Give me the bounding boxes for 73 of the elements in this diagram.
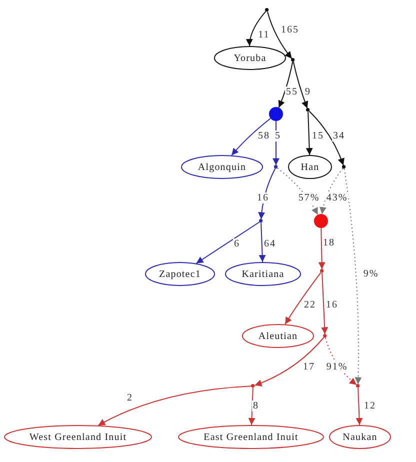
junction-dot (306, 108, 310, 112)
population-node (181, 155, 263, 179)
arrow (266, 11, 292, 60)
edge-label: 55 (285, 86, 299, 98)
arrow (306, 111, 313, 156)
population-label: Aleutian (258, 330, 298, 342)
junction-dot (320, 269, 324, 273)
population-node (225, 262, 301, 286)
arrow (308, 110, 344, 166)
population-node (214, 46, 286, 70)
edge-label: 43% (325, 192, 349, 204)
dotted-arrow (324, 337, 358, 386)
junction-dot (251, 384, 255, 388)
junction-dot (291, 58, 295, 62)
arrow (292, 61, 308, 109)
admixture-node (269, 107, 283, 121)
arrow (246, 10, 266, 46)
edge-label: 15 (311, 130, 325, 142)
admixture-node (314, 214, 328, 228)
arrow (258, 222, 266, 262)
edge-label: 34 (332, 130, 346, 142)
arrow (356, 387, 363, 426)
arrow (278, 61, 294, 108)
junction-dot (265, 8, 269, 12)
population-node (145, 262, 215, 286)
population-node (4, 425, 152, 449)
dotted-arrow (344, 168, 362, 385)
population-label: Han (300, 162, 320, 172)
edge-label: 9 (304, 86, 312, 98)
edge-label: 8 (252, 400, 260, 412)
population-node (329, 425, 391, 449)
arrow (284, 272, 322, 325)
arrow (196, 221, 260, 264)
edge-label: 58 (257, 130, 271, 142)
dotted-arrow (276, 168, 318, 216)
arrow (318, 228, 326, 270)
junction-dot (259, 219, 263, 223)
population-label: Karitiana (242, 268, 284, 280)
edge-label: 11 (257, 30, 271, 40)
population-label: Algonquin (198, 162, 246, 172)
population-label: East Greenland Inuit (204, 432, 298, 442)
edge-label: 2 (126, 392, 134, 404)
population-node (178, 425, 324, 449)
edge-label: 57% (297, 192, 321, 204)
population-label: Zapotec1 (158, 268, 201, 280)
population-label: Naukan (342, 432, 378, 442)
edge-label: 6 (233, 238, 241, 250)
population-node (242, 324, 314, 348)
junction-dot (356, 384, 360, 388)
edge-label: 9% (362, 268, 380, 280)
edge-label: 12 (363, 400, 377, 412)
junction-dot (323, 334, 327, 338)
edge-label: 22 (303, 300, 317, 310)
edge-label: 91% (325, 362, 349, 372)
arrow (98, 386, 252, 426)
edge-label: 16 (325, 300, 339, 310)
arrow (254, 336, 324, 386)
junction-dot (274, 165, 278, 169)
edge-label: 18 (322, 238, 336, 248)
edge-label: 16 (256, 192, 270, 204)
population-label: Yoruba (234, 52, 266, 64)
arrow (272, 120, 280, 166)
edge-label: 165 (280, 24, 300, 36)
edge-label: 17 (302, 362, 316, 372)
arrow (321, 272, 328, 335)
population-label: West Greenland Inuit (29, 432, 127, 442)
junction-dot (342, 165, 346, 169)
population-node (288, 155, 332, 179)
arrow (248, 387, 256, 426)
edge-label: 64 (263, 238, 277, 250)
arrow (231, 118, 272, 156)
edge-label: 5 (274, 130, 282, 142)
dotted-arrow (320, 168, 344, 215)
